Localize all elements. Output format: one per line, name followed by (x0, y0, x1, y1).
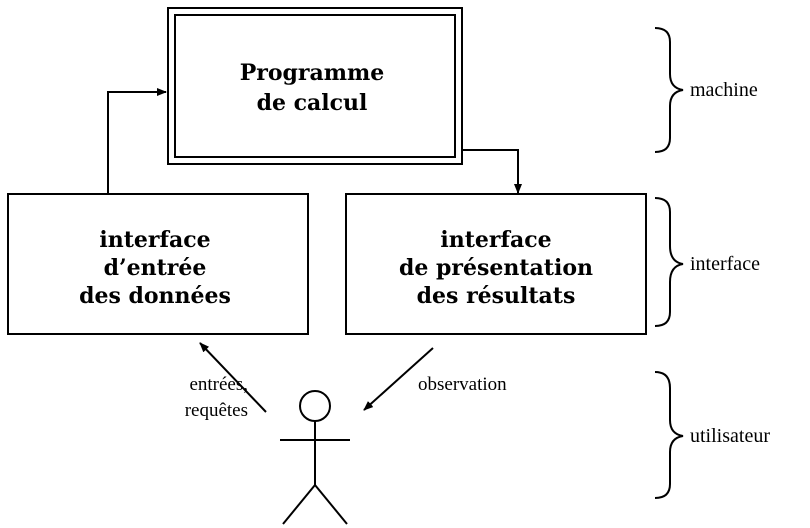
program-box-line-1: Programme (240, 60, 385, 86)
output-box-line-2: de présentation (399, 255, 593, 281)
brace-user (654, 371, 684, 499)
brace-interface (654, 197, 684, 327)
program-box-line-2: de calcul (257, 90, 368, 116)
user-stick-figure (280, 390, 350, 525)
level-label-machine: machine (690, 79, 758, 101)
arrow-output-to-user (363, 347, 434, 411)
edge-label-inputs-2: requêtes (185, 400, 248, 421)
arrow-program-to-output (463, 149, 522, 194)
arrow-user-to-input (199, 342, 267, 413)
edge-label-observation: observation (418, 374, 507, 395)
input-box-line-1: interface (99, 227, 210, 253)
output-interface-box: interface de présentation des résultats (345, 193, 647, 335)
input-box-line-2: d’entrée (104, 255, 207, 281)
arrow-input-to-program (107, 88, 167, 193)
level-label-interface: interface (690, 253, 760, 275)
input-box-line-3: des données (79, 283, 231, 309)
input-interface-box: interface d’entrée des données (7, 193, 309, 335)
level-label-user: utilisateur (690, 425, 770, 447)
output-box-line-1: interface (440, 227, 551, 253)
brace-machine (654, 27, 684, 153)
program-box: Programme de calcul (167, 7, 463, 165)
output-box-line-3: des résultats (417, 283, 576, 309)
edge-label-inputs-1: entrées, (189, 374, 248, 395)
